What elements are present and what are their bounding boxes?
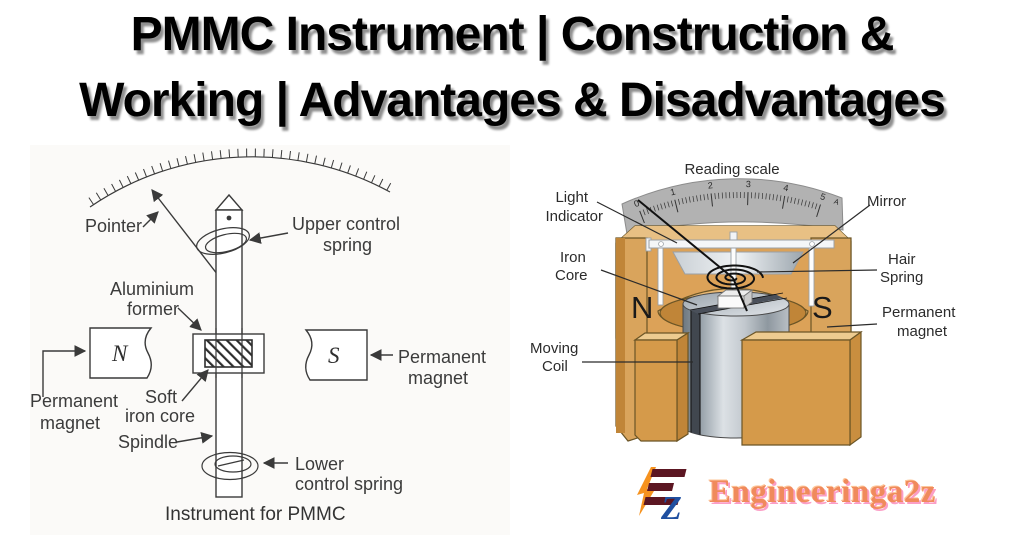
scale-arc-tick-marks xyxy=(88,148,392,205)
scale-number-2: 2 xyxy=(707,180,713,190)
label-iron-core-1: Iron xyxy=(560,249,586,266)
page-title-line1: PMMC Instrument | Construction & xyxy=(130,8,895,61)
scale-number-4: 4 xyxy=(783,183,790,194)
hair-spring-leader xyxy=(756,269,878,273)
iron-core-leader xyxy=(600,269,698,306)
permanent-magnet-leader xyxy=(826,323,878,328)
hair-spring-spiral xyxy=(706,264,764,290)
right-pole-block xyxy=(741,339,851,446)
page-title: PMMC Instrument | Construction & Working… xyxy=(0,2,1024,134)
s-magnet-block xyxy=(304,329,368,381)
label-soft-iron-2: iron core xyxy=(125,406,195,426)
brand-name: Engineeringa2z xyxy=(709,473,936,510)
left-diagram-caption: Instrument for PMMC xyxy=(165,504,346,525)
suspension-frame xyxy=(645,231,835,307)
mirror-leader xyxy=(792,204,871,264)
label-left-magnet-2: magnet xyxy=(40,413,100,433)
right-s-pole: S xyxy=(812,290,833,325)
left-pole-block xyxy=(634,339,678,442)
soft-iron-label-arrow xyxy=(181,369,209,402)
right-n-pole: N xyxy=(631,290,653,325)
label-light-indicator-1: Light xyxy=(555,189,588,206)
label-upper-spring-2: spring xyxy=(323,235,372,255)
scale-unit: A xyxy=(833,197,841,207)
left-post xyxy=(657,247,664,306)
label-moving-coil-2: Coil xyxy=(542,358,568,375)
pmmc-construction-line-diagram: Pointer Upper control spring Aluminium f… xyxy=(30,145,510,535)
label-right-magnet-1: Permanent xyxy=(398,347,486,367)
label-n-pole: N xyxy=(111,341,129,366)
label-s-pole: S xyxy=(328,343,340,368)
label-moving-coil-1: Moving xyxy=(530,340,578,357)
label-light-indicator-2: Indicator xyxy=(545,208,603,225)
brand-logo: Z Engineeringa2z xyxy=(633,459,936,525)
spindle-bearing-dot xyxy=(226,215,232,221)
logo-icon: Z xyxy=(637,467,687,525)
label-permanent-magnet-1: Permanent xyxy=(882,304,956,321)
label-permanent-magnet-2: magnet xyxy=(897,323,948,340)
spindle-label-arrow xyxy=(176,431,214,444)
label-upper-spring-1: Upper control xyxy=(292,214,400,234)
mirror xyxy=(672,251,804,275)
needle-tail xyxy=(732,277,748,312)
label-hair-spring-1: Hair xyxy=(888,251,916,268)
label-mirror: Mirror xyxy=(867,193,906,210)
scale-number-0: 0 xyxy=(632,198,640,209)
label-right-magnet-2: magnet xyxy=(408,368,468,388)
pointer-label-arrow xyxy=(142,211,159,228)
reading-scale-numbers: 0 1 2 3 4 5 A xyxy=(632,179,840,209)
crossbar xyxy=(648,239,835,249)
jewel-bearing-block xyxy=(716,289,754,309)
label-left-magnet-1: Permanent xyxy=(30,391,118,411)
label-pointer: Pointer xyxy=(85,216,142,236)
light-indicator-needle xyxy=(637,199,734,279)
right-post xyxy=(808,247,815,307)
logo-letter-z: Z xyxy=(660,490,682,525)
label-lower-spring-2: control spring xyxy=(295,474,403,494)
front-pole-blocks xyxy=(633,330,863,447)
scale-number-1: 1 xyxy=(669,187,676,198)
label-iron-core-2: Core xyxy=(555,267,588,284)
moving-coil-strip xyxy=(691,304,700,438)
label-spindle: Spindle xyxy=(118,432,178,452)
pmmc-3d-cutaway-diagram: 0 1 2 3 4 5 A xyxy=(530,161,956,447)
reading-scale-plate xyxy=(621,178,844,235)
reading-scale-ticks xyxy=(639,191,821,224)
scale-arc xyxy=(89,156,391,208)
label-hair-spring-2: Spring xyxy=(880,269,923,286)
page-title-line2: Working | Advantages & Disadvantages xyxy=(79,74,946,127)
label-lower-spring-1: Lower xyxy=(295,454,344,474)
n-magnet-block xyxy=(89,327,153,379)
scale-number-3: 3 xyxy=(746,179,751,189)
lower-control-spring xyxy=(201,451,259,481)
light-indicator-leader xyxy=(596,201,678,244)
soft-iron-core xyxy=(204,339,253,368)
logo-letter-e xyxy=(643,469,687,505)
former-label-arrow xyxy=(177,307,202,331)
left-magnet-label-arrow xyxy=(42,345,87,397)
label-former-1: Aluminium xyxy=(110,279,194,299)
upper-spring-label-arrow xyxy=(248,232,289,244)
scale-number-5: 5 xyxy=(819,191,827,202)
label-soft-iron-1: Soft xyxy=(145,387,177,407)
label-former-2: former xyxy=(127,299,179,319)
label-reading-scale: Reading scale xyxy=(684,161,779,178)
lightning-bolt-icon xyxy=(637,467,657,516)
